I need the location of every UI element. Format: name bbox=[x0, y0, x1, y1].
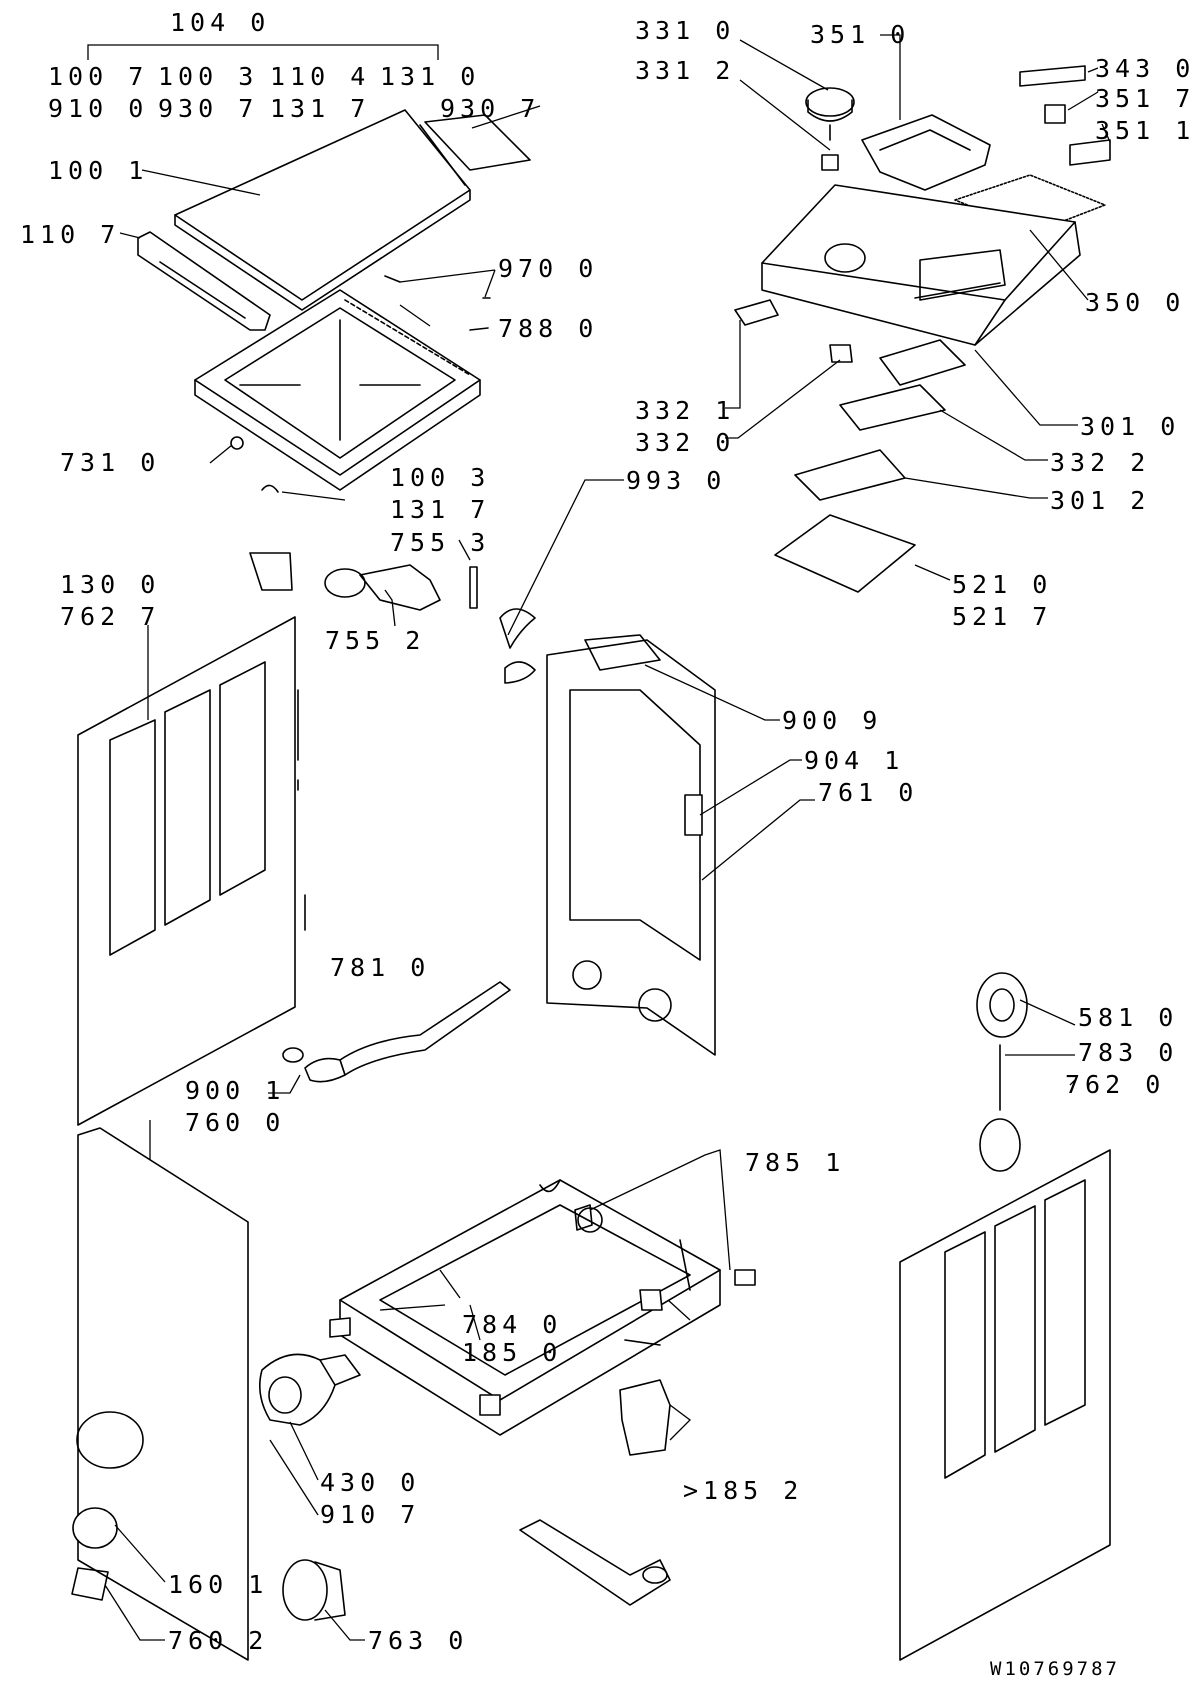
key-carrier-part bbox=[794, 449, 906, 501]
drain-hose-part bbox=[282, 981, 511, 1083]
label-7600: 760 0 bbox=[185, 1108, 286, 1137]
label-5217: 521 7 bbox=[952, 602, 1053, 631]
label-4300: 430 0 bbox=[320, 1468, 421, 1497]
button-part bbox=[734, 299, 779, 326]
label-3500: 350 0 bbox=[1085, 288, 1186, 317]
label-3012: 301 2 bbox=[1050, 486, 1151, 515]
label-7620: 762 0 bbox=[1065, 1070, 1166, 1099]
label-1001: 100 1 bbox=[48, 156, 149, 185]
label-1310: 131 0 bbox=[380, 62, 481, 91]
label-7553: 755 3 bbox=[390, 528, 491, 557]
control-knob-part bbox=[805, 87, 855, 171]
pulley-part bbox=[976, 972, 1028, 1172]
drawing-code: W10769787 bbox=[990, 1658, 1120, 1680]
label-1317-a: 131 7 bbox=[270, 94, 371, 123]
label-3322: 332 2 bbox=[1050, 448, 1151, 477]
label-1300: 130 0 bbox=[60, 570, 161, 599]
display-frame-part bbox=[861, 114, 991, 191]
front-panel-part bbox=[76, 1127, 249, 1661]
pump-bracket-part bbox=[619, 1379, 671, 1456]
key-part bbox=[879, 339, 966, 386]
rear-frame-part bbox=[546, 634, 716, 1056]
label-7840: 784 0 bbox=[462, 1310, 563, 1339]
detergent-drawer-part bbox=[774, 514, 916, 593]
group-bracket-104 bbox=[87, 44, 439, 60]
base-rail-part bbox=[519, 1519, 671, 1606]
label-3517: 351 7 bbox=[1095, 84, 1190, 113]
label-1003-b: 100 3 bbox=[390, 463, 491, 492]
label-9041: 904 1 bbox=[804, 746, 905, 775]
label-7602: 760 2 bbox=[168, 1626, 269, 1655]
label-1852: >185 2 bbox=[683, 1476, 804, 1505]
label-9930: 993 0 bbox=[626, 466, 727, 495]
label-7810: 781 0 bbox=[330, 953, 431, 982]
label-3312: 331 2 bbox=[635, 56, 736, 85]
label-1107: 110 7 bbox=[20, 220, 121, 249]
label-9009: 900 9 bbox=[782, 706, 883, 735]
lid-handle-part bbox=[137, 231, 271, 331]
label-7310: 731 0 bbox=[60, 448, 161, 477]
label-3511: 351 1 bbox=[1095, 116, 1190, 145]
right-side-panel-part bbox=[899, 1149, 1111, 1661]
label-7851: 785 1 bbox=[745, 1148, 846, 1177]
label-9001: 900 1 bbox=[185, 1076, 286, 1105]
label-7880: 788 0 bbox=[498, 314, 599, 343]
label-1104: 110 4 bbox=[270, 62, 371, 91]
drain-pump-part bbox=[259, 1353, 361, 1426]
label-3320: 332 0 bbox=[635, 428, 736, 457]
label-3310: 331 0 bbox=[635, 16, 736, 45]
label-1850: 185 0 bbox=[462, 1338, 563, 1367]
label-3010: 301 0 bbox=[1080, 412, 1181, 441]
label-3321: 332 1 bbox=[635, 396, 736, 425]
label-9307-a: 930 7 bbox=[158, 94, 259, 123]
pcb-part bbox=[954, 65, 1111, 233]
hose-bend-part bbox=[499, 608, 536, 649]
label-1317-b: 131 7 bbox=[390, 495, 491, 524]
label-9307-b: 930 7 bbox=[440, 94, 541, 123]
label-7830: 783 0 bbox=[1078, 1038, 1179, 1067]
label-1003-a: 100 3 bbox=[158, 62, 259, 91]
console-housing-part bbox=[761, 184, 1081, 346]
label-5210: 521 0 bbox=[952, 570, 1053, 599]
left-side-panel-part bbox=[77, 616, 306, 1126]
spring-part bbox=[261, 484, 279, 493]
label-5810: 581 0 bbox=[1078, 1003, 1179, 1032]
label-9107: 910 7 bbox=[320, 1500, 421, 1529]
label-1040: 104 0 bbox=[170, 8, 271, 37]
label-7610: 761 0 bbox=[818, 778, 919, 807]
label-7552: 755 2 bbox=[325, 626, 426, 655]
lid-part bbox=[174, 109, 471, 311]
label-7630: 763 0 bbox=[368, 1626, 469, 1655]
label-7627-a: 762 7 bbox=[60, 602, 161, 631]
label-1007: 100 7 bbox=[48, 62, 149, 91]
label-9700: 970 0 bbox=[498, 254, 599, 283]
top-frame-part bbox=[194, 289, 481, 491]
valve-part bbox=[249, 552, 293, 591]
label-3430: 343 0 bbox=[1095, 54, 1190, 83]
hinge-strip-part bbox=[424, 114, 531, 171]
label-3510: 351 0 bbox=[810, 20, 911, 49]
label-1601: 160 1 bbox=[168, 1570, 269, 1599]
bellows-hose-part bbox=[324, 564, 478, 611]
label-9100: 910 0 bbox=[48, 94, 149, 123]
filter-part bbox=[282, 1559, 346, 1621]
screw-part bbox=[230, 436, 244, 450]
